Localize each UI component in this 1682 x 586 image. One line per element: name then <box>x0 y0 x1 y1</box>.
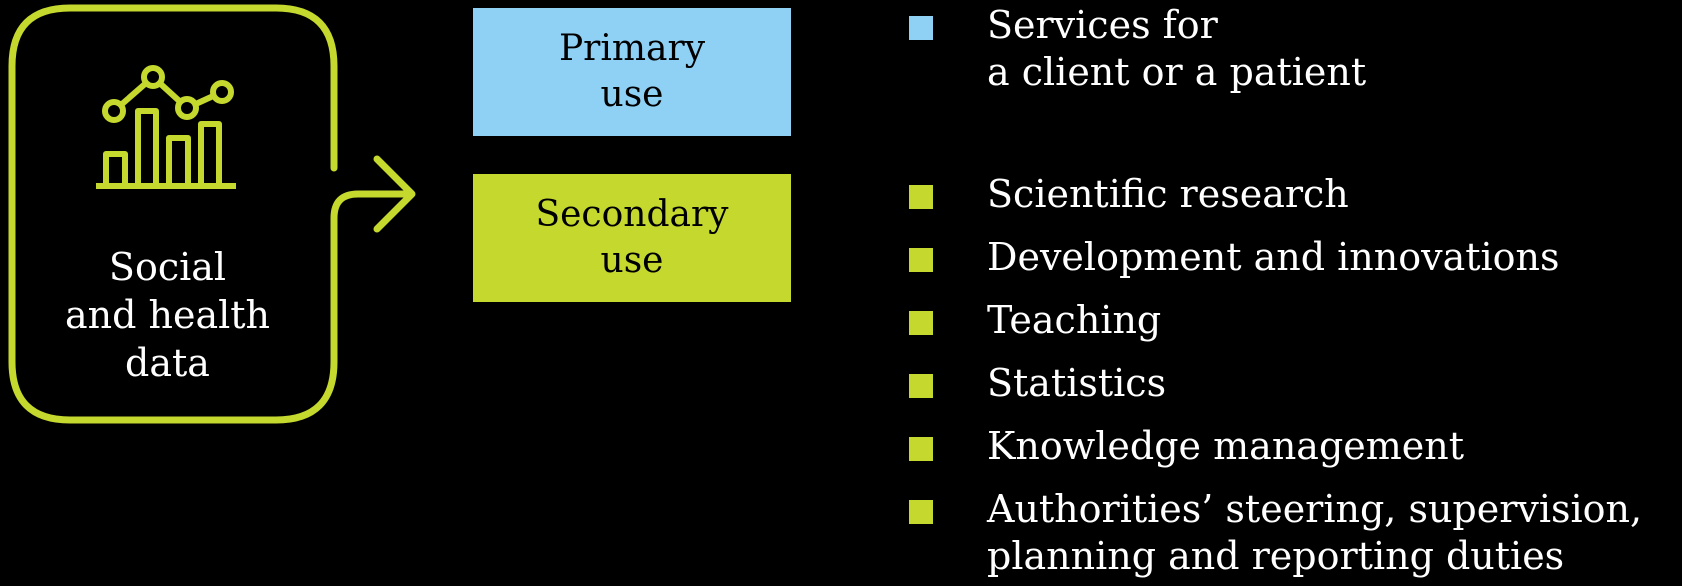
secondary-bullet-icon <box>909 500 933 524</box>
primary-item-line: a client or a patient <box>987 50 1367 94</box>
primary-item: Services for a client or a patient <box>987 2 1366 96</box>
source-label-line: and health <box>64 293 271 337</box>
secondary-bullet-icon <box>909 437 933 461</box>
primary-bullet-icon <box>909 16 933 40</box>
secondary-bullet-icon <box>909 185 933 209</box>
data-frame <box>8 4 412 424</box>
secondary-item-line: planning and reporting duties <box>987 534 1565 578</box>
secondary-item-line: Development and innovations <box>987 235 1560 279</box>
secondary-use-label: Secondary <box>535 194 729 235</box>
chart-icon <box>96 65 236 189</box>
primary-use-label: use <box>600 74 664 115</box>
secondary-item: Scientific research <box>987 171 1349 218</box>
secondary-item-line: Authorities’ steering, supervision, <box>987 487 1643 531</box>
source-label-line: Social <box>108 245 227 289</box>
primary-use-label: Primary <box>558 28 706 69</box>
source-label: Social and health data <box>40 243 295 387</box>
secondary-bullet-icon <box>909 311 933 335</box>
primary-item-line: Services for <box>987 3 1218 47</box>
primary-use-box: Primary use <box>473 8 791 136</box>
secondary-item-line: Scientific research <box>987 172 1349 216</box>
secondary-item: Teaching <box>987 297 1161 344</box>
secondary-bullet-icon <box>909 248 933 272</box>
secondary-use-box: Secondary use <box>473 174 791 302</box>
secondary-item: Authorities’ steering, supervision, plan… <box>987 486 1642 580</box>
secondary-item-line: Teaching <box>987 298 1162 342</box>
source-label-line: data <box>125 341 210 385</box>
secondary-use-label: use <box>600 240 664 281</box>
secondary-bullet-icon <box>909 374 933 398</box>
secondary-item: Development and innovations <box>987 234 1560 281</box>
secondary-item: Statistics <box>987 360 1166 407</box>
secondary-item-line: Statistics <box>987 361 1167 405</box>
secondary-item-line: Knowledge management <box>987 424 1465 468</box>
secondary-item: Knowledge management <box>987 423 1464 470</box>
arrow-right-icon <box>373 155 416 233</box>
